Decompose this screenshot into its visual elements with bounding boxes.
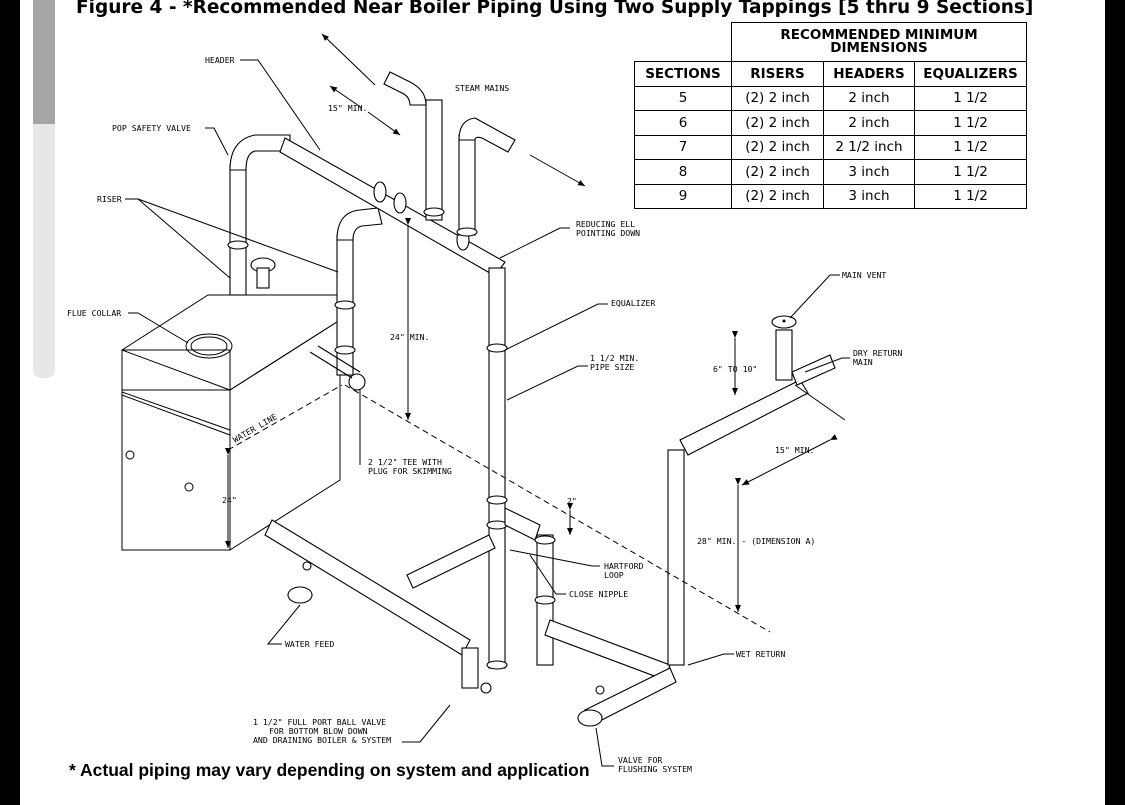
column-header: HEADERS — [823, 61, 915, 87]
label-flushing-valve-2: FLUSHING SYSTEM — [618, 764, 692, 774]
figure-title: Figure 4 - *Recommended Near Boiler Pipi… — [76, 0, 1034, 18]
wet-return-riser — [577, 449, 685, 727]
label-15-min-right: 15" MIN. — [775, 445, 814, 455]
equalizer-pipe — [486, 267, 508, 670]
column-header: RISERS — [731, 61, 824, 87]
steam-main-2 — [456, 117, 516, 237]
table-corner-cell — [634, 22, 732, 62]
dry-return — [679, 315, 836, 456]
label-pipe-size-2: PIPE SIZE — [590, 362, 634, 372]
label-steam-mains: STEAM MAINS — [455, 83, 509, 93]
table-cell: 1 1/2 — [914, 85, 1027, 111]
label-ball-valve-2: FOR BOTTOM BLOW DOWN — [269, 726, 368, 736]
hartford-loop — [504, 507, 556, 666]
label-pipe-size: 1 1/2 MIN. — [590, 353, 639, 363]
table-row: 9 (2) 2 inch 3 inch 1 1/2 — [634, 183, 1027, 209]
label-2: 2" — [567, 496, 577, 506]
table-cell: 3 inch — [823, 183, 915, 209]
label-wet-return: WET RETURN — [736, 649, 785, 659]
label-dry-return-2: MAIN — [853, 357, 873, 367]
label-main-vent: MAIN VENT — [842, 270, 886, 280]
table-cell: 2 inch — [823, 110, 915, 136]
label-15-min-top: 15" MIN. — [328, 103, 367, 113]
table-cell: 9 — [634, 183, 732, 209]
label-24: 24" — [222, 495, 237, 505]
label-header: HEADER — [205, 55, 235, 65]
label-dry-return: DRY RETURN — [853, 348, 902, 358]
scrollbar-thumb[interactable] — [33, 0, 55, 124]
table-cell: (2) 2 inch — [731, 159, 824, 185]
riser-right — [309, 207, 383, 391]
boiler — [121, 294, 341, 551]
flue-collar — [185, 333, 233, 359]
table-cell: (2) 2 inch — [731, 85, 824, 111]
label-6-to-10: 6" TO 10" — [713, 364, 757, 374]
diagram-labels: HEADER STEAM MAINS 15" MIN. POP SAFETY V… — [67, 55, 902, 774]
table-cell: 2 inch — [823, 85, 915, 111]
label-reducing-ell: REDUCING ELL — [576, 219, 635, 229]
table-cell: 7 — [634, 134, 732, 160]
label-hartford-loop: HARTFORD — [604, 561, 644, 571]
footnote: * Actual piping may vary depending on sy… — [69, 760, 590, 780]
table-cell: (2) 2 inch — [731, 134, 824, 160]
table-cell: 5 — [634, 85, 732, 111]
label-water-feed: WATER FEED — [285, 639, 334, 649]
label-close-nipple: CLOSE NIPPLE — [569, 589, 628, 599]
pop-safety-valve — [250, 257, 276, 289]
label-water-line: WATER LINE — [231, 411, 279, 444]
steam-main-1 — [383, 71, 445, 221]
column-header: SECTIONS — [634, 61, 732, 87]
column-header: EQUALIZERS — [914, 61, 1027, 87]
label-24-min: 24" MIN. — [390, 332, 429, 342]
label-tee: 2 1/2" TEE WITH — [368, 457, 442, 467]
label-pop-safety-valve: POP SAFETY VALVE — [112, 123, 191, 133]
table-row: 7 (2) 2 inch 2 1/2 inch 1 1/2 — [634, 134, 1027, 160]
dimensions-table: RECOMMENDED MINIMUM DIMENSIONS SECTIONS … — [634, 22, 1027, 209]
table-cell: 2 1/2 inch — [823, 134, 915, 160]
table-cell: 1 1/2 — [914, 159, 1027, 185]
table-caption: RECOMMENDED MINIMUM DIMENSIONS — [731, 22, 1027, 62]
label-dimension-a: 28" MIN. - (DIMENSION A) — [697, 536, 815, 546]
return-piping — [264, 519, 671, 694]
label-reducing-ell-2: POINTING DOWN — [576, 228, 640, 238]
table-cell: (2) 2 inch — [731, 110, 824, 136]
label-tee-2: PLUG FOR SKIMMING — [368, 466, 452, 476]
label-ball-valve: 1 1/2" FULL PORT BALL VALVE — [253, 717, 386, 727]
table-row: 5 (2) 2 inch 2 inch 1 1/2 — [634, 85, 1027, 111]
dimension-a-guide — [344, 384, 771, 633]
label-flushing-valve: VALVE FOR — [618, 755, 662, 765]
table-cell: 1 1/2 — [914, 183, 1027, 209]
label-hartford-loop-2: LOOP — [604, 570, 624, 580]
label-riser: RISER — [97, 194, 122, 204]
label-flue-collar: FLUE COLLAR — [67, 308, 121, 318]
label-ball-valve-3: AND DRAINING BOILER & SYSTEM — [253, 735, 391, 745]
water-line — [227, 384, 343, 451]
table-row: 8 (2) 2 inch 3 inch 1 1/2 — [634, 159, 1027, 185]
table-header-row: SECTIONS RISERS HEADERS EQUALIZERS — [634, 61, 1027, 87]
table-cell: (2) 2 inch — [731, 183, 824, 209]
label-equalizer: EQUALIZER — [611, 298, 655, 308]
